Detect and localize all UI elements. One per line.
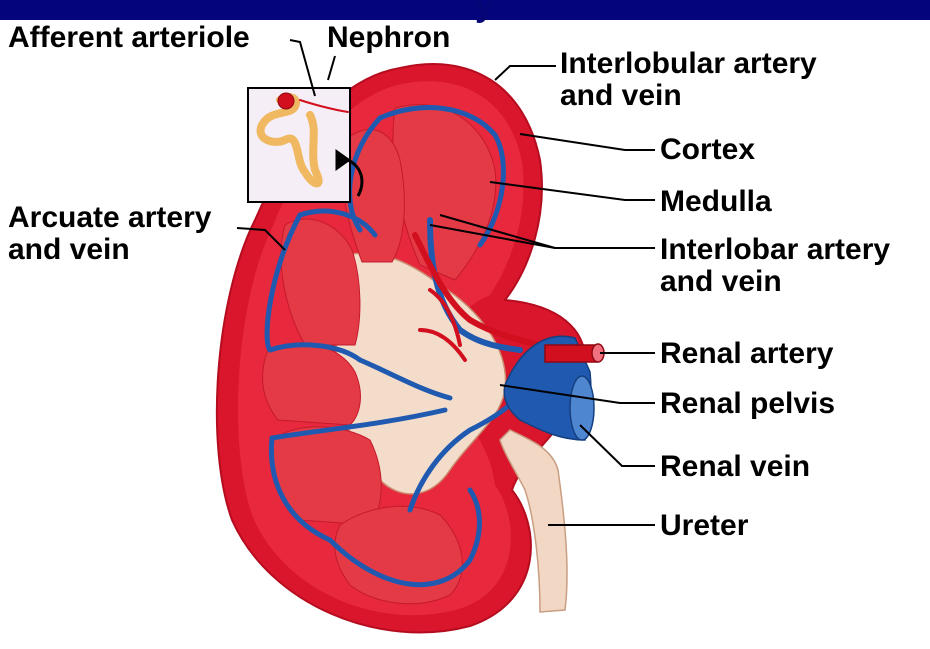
label-nephron: Nephron [327,22,450,54]
label-ureter: Ureter [660,510,748,542]
label-interlobular-artery-and-vein: Interlobular artery and vein [560,48,817,112]
glomerulus [278,93,294,109]
label-medulla: Medulla [660,186,772,218]
label-arcuate-line1: Arcuate artery [8,202,211,234]
label-interlobular-line2: and vein [560,80,817,112]
renal-vein-opening [570,376,594,440]
label-arcuate-line2: and vein [8,234,211,266]
label-renal-vein: Renal vein [660,451,810,483]
label-interlobar-line1: Interlobar artery [660,234,890,266]
label-interlobar-line2: and vein [660,266,890,298]
label-interlobular-line1: Interlobular artery [560,48,817,80]
label-arcuate-artery-and-vein: Arcuate artery and vein [8,202,211,266]
label-cortex: Cortex [660,134,755,166]
renal-artery-stump [545,345,598,362]
label-afferent-arteriole: Afferent arteriole [8,22,250,54]
label-renal-artery: Renal artery [660,338,833,370]
label-renal-pelvis: Renal pelvis [660,388,835,420]
label-interlobar-artery-and-vein: Interlobar artery and vein [660,234,890,298]
